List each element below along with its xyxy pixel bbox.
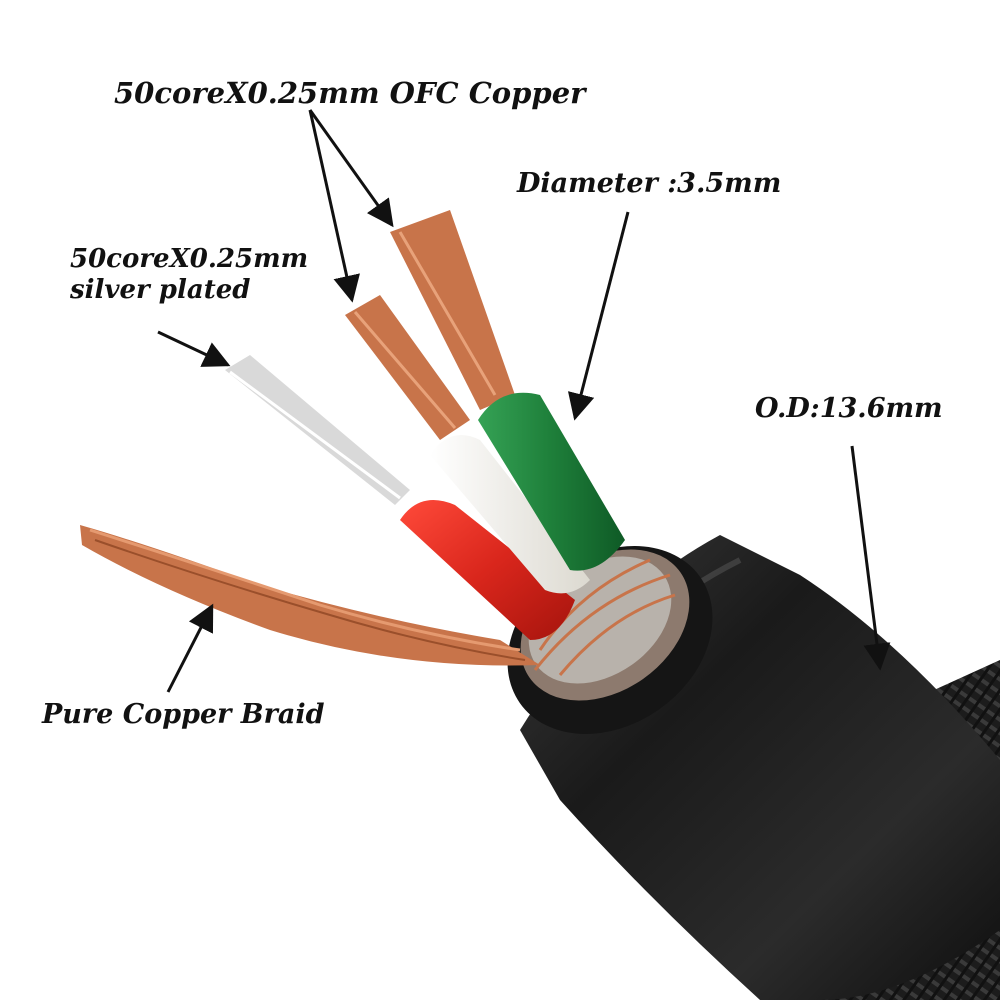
outer-diameter-label: O.D:13.6mm [755,393,943,424]
annotation-arrows [157,109,891,693]
red-conductor [225,355,575,640]
copper-braid-label: Pure Copper Braid [42,699,325,730]
diameter-label: Diameter :3.5mm [517,168,782,199]
white-conductor [345,295,590,594]
silver-plated-label-line2: silver plated [70,275,251,306]
silver-plated-label: 50coreX0.25mm silver plated [70,244,308,306]
copper-braid-strand [80,525,540,666]
ofc-copper-label: 50coreX0.25mm OFC Copper [114,76,586,110]
green-conductor [390,210,625,571]
silver-plated-label-line1: 50coreX0.25mm [70,244,309,274]
